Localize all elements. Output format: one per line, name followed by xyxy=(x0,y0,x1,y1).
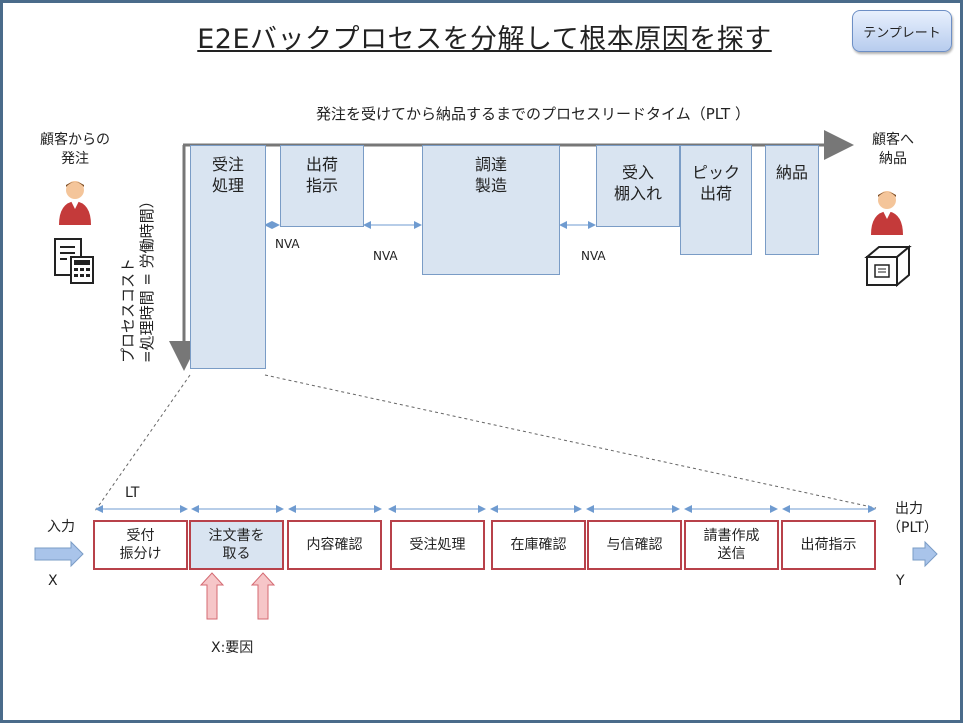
page-title: E2Eバックプロセスを分解して根本原因を探す xyxy=(197,24,772,55)
cost-axis-label: プロセスコスト =処理時間 = 労働時間） xyxy=(119,193,156,363)
factor-arrow-2 xyxy=(250,572,276,620)
person-icon xyxy=(57,179,93,225)
customer-left-label: 顧客からの発注 xyxy=(40,132,110,167)
person-icon xyxy=(869,189,905,235)
step-get-order-form: 注文書を取る xyxy=(189,520,284,570)
output-arrow xyxy=(912,540,938,568)
template-button[interactable]: テンプレート xyxy=(852,10,952,52)
process-box-procurement: 調達製造 xyxy=(422,145,560,275)
input-label: 入力 xyxy=(47,519,75,535)
nva-label: NVA xyxy=(373,249,398,263)
factor-label: X:要因 xyxy=(211,640,254,656)
step-shipping-instruction: 出荷指示 xyxy=(781,520,876,570)
factor-arrow-1 xyxy=(199,572,225,620)
process-box-order: 受注処理 xyxy=(190,145,266,369)
step-acknowledgement: 請書作成送信 xyxy=(684,520,779,570)
step-credit-check: 与信確認 xyxy=(587,520,682,570)
nva-label: NVA xyxy=(275,237,300,251)
process-box-ship-instruction: 出荷指示 xyxy=(280,145,364,227)
customer-right-label: 顧客へ納品 xyxy=(872,132,914,167)
input-arrow xyxy=(34,540,84,568)
calculator-icon xyxy=(53,237,97,285)
output-label: 出力（PLT） xyxy=(887,501,938,536)
step-stock-check: 在庫確認 xyxy=(491,520,586,570)
process-box-receiving: 受入棚入れ xyxy=(596,145,680,227)
nva-label: NVA xyxy=(581,249,606,263)
step-reception: 受付振分け xyxy=(93,520,188,570)
y-label: Y xyxy=(896,573,905,589)
process-box-pick: ピック出荷 xyxy=(680,145,752,255)
lt-label: LT xyxy=(125,485,140,501)
step-content-check: 内容確認 xyxy=(287,520,382,570)
plt-label: 発注を受けてから納品するまでのプロセスリードタイム（PLT ） xyxy=(316,105,750,123)
x-label: X xyxy=(48,573,58,589)
process-box-delivery: 納品 xyxy=(765,145,819,255)
package-icon xyxy=(863,243,913,289)
step-order-processing: 受注処理 xyxy=(390,520,485,570)
